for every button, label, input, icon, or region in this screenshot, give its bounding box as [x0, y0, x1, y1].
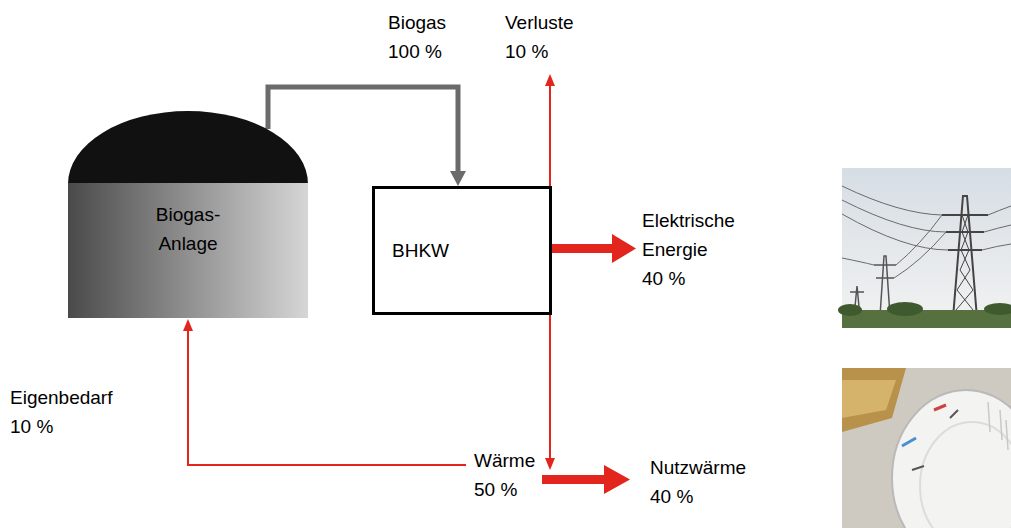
- loss-line: [549, 84, 551, 186]
- pylon-arm: [946, 231, 984, 233]
- pylon-arm: [948, 249, 982, 251]
- arrow-head: [604, 465, 630, 494]
- own-use-label: Eigenbedarf 10 %: [10, 383, 112, 441]
- arrow-body: [542, 475, 608, 484]
- cable: [988, 206, 1011, 215]
- edge-label: Biogas 100 %: [388, 8, 446, 66]
- text-line: Wärme: [474, 446, 535, 475]
- label-holder: Wärme 50 %: [474, 446, 535, 504]
- power-cables: [842, 186, 1011, 278]
- text-line: 10 %: [10, 412, 112, 441]
- label-holder: Biogas 100 %: [388, 8, 446, 66]
- ridge: [1006, 420, 1008, 450]
- text-line: Biogas-: [68, 200, 308, 229]
- tick-mark: [950, 410, 958, 418]
- heat-arrow: [542, 465, 630, 494]
- tick-mark: [912, 466, 924, 470]
- digester-tank: Biogas-Anlage: [68, 110, 308, 318]
- text-line: Eigenbedarf: [10, 383, 112, 412]
- text-line: BHKW: [392, 236, 449, 265]
- node-title: Biogas-Anlage: [68, 200, 308, 258]
- arrow-head: [545, 458, 555, 470]
- cable: [896, 215, 942, 265]
- text-line: Anlage: [68, 229, 308, 258]
- text-line: 10 %: [505, 37, 574, 66]
- pylon-bracing: [956, 215, 973, 310]
- label-holder: Nutzwärme 40 %: [650, 453, 746, 511]
- own-use-line: [183, 319, 466, 465]
- text-line: 100 %: [388, 37, 446, 66]
- thermostat-photo: [842, 368, 1011, 528]
- cable: [982, 244, 1011, 250]
- arrow-head: [450, 171, 466, 186]
- text-line: 40 %: [642, 264, 735, 293]
- cold-mark: [902, 438, 916, 446]
- heat-label: Wärme 50 %: [474, 446, 535, 504]
- power-line-photo: [838, 168, 1011, 328]
- label-holder: Eigenbedarf 10 %: [10, 383, 112, 441]
- tree: [887, 302, 923, 316]
- own-use-path: [188, 329, 466, 465]
- thermostat-dial: [892, 390, 1011, 528]
- cable: [842, 258, 874, 265]
- label-holder: Elektrische Energie 40 %: [642, 206, 735, 293]
- node-title: BHKW: [392, 236, 449, 265]
- cable: [894, 232, 946, 278]
- arrow-head: [545, 74, 555, 86]
- arrow-head: [612, 234, 636, 263]
- arrow-head: [183, 319, 193, 331]
- power-output-label: Elektrische Energie 40 %: [642, 206, 735, 293]
- cable: [842, 214, 948, 250]
- text-block: Biogas-Anlage: [68, 200, 308, 258]
- photo-sky: [842, 168, 1011, 328]
- arrow-body: [552, 244, 616, 253]
- pylon-arm: [876, 277, 894, 279]
- text-line: Energie: [642, 235, 735, 264]
- power-arrow: [552, 234, 636, 263]
- heat-line: [549, 315, 551, 460]
- cable: [842, 200, 946, 232]
- text-line: Verluste: [505, 8, 574, 37]
- ridge: [1000, 410, 1002, 440]
- tree: [838, 304, 862, 316]
- text-line: Nutzwärme: [650, 453, 746, 482]
- dial-ridges: [988, 402, 1008, 450]
- text-line: Biogas: [388, 8, 446, 37]
- pylon-arm: [850, 291, 864, 293]
- text-block: BHKW: [375, 236, 449, 265]
- label-holder: Verluste 10 %: [505, 8, 574, 66]
- pylon-arm: [874, 264, 896, 266]
- pylon-arm: [942, 214, 988, 216]
- brass-valve: [842, 368, 906, 432]
- tree-line: [838, 302, 1011, 316]
- tank-body: [68, 183, 308, 318]
- cable: [842, 186, 942, 215]
- tree: [984, 303, 1011, 315]
- text-line: Elektrische: [642, 206, 735, 235]
- text-line: 40 %: [650, 482, 746, 511]
- loss-label: Verluste 10 %: [505, 8, 574, 66]
- pylon-large: [942, 196, 988, 318]
- pylon-bracing: [957, 215, 973, 310]
- photo-ground: [842, 310, 1011, 328]
- dial-ring: [920, 422, 1011, 528]
- ridge: [988, 402, 990, 432]
- warm-mark: [934, 405, 946, 410]
- tank-dome: [68, 111, 308, 184]
- cable: [984, 225, 1011, 232]
- chp-unit-box: BHKW: [372, 186, 552, 315]
- useful-heat-label: Nutzwärme 40 %: [650, 453, 746, 511]
- brass-highlight: [842, 380, 896, 418]
- text-line: 50 %: [474, 475, 535, 504]
